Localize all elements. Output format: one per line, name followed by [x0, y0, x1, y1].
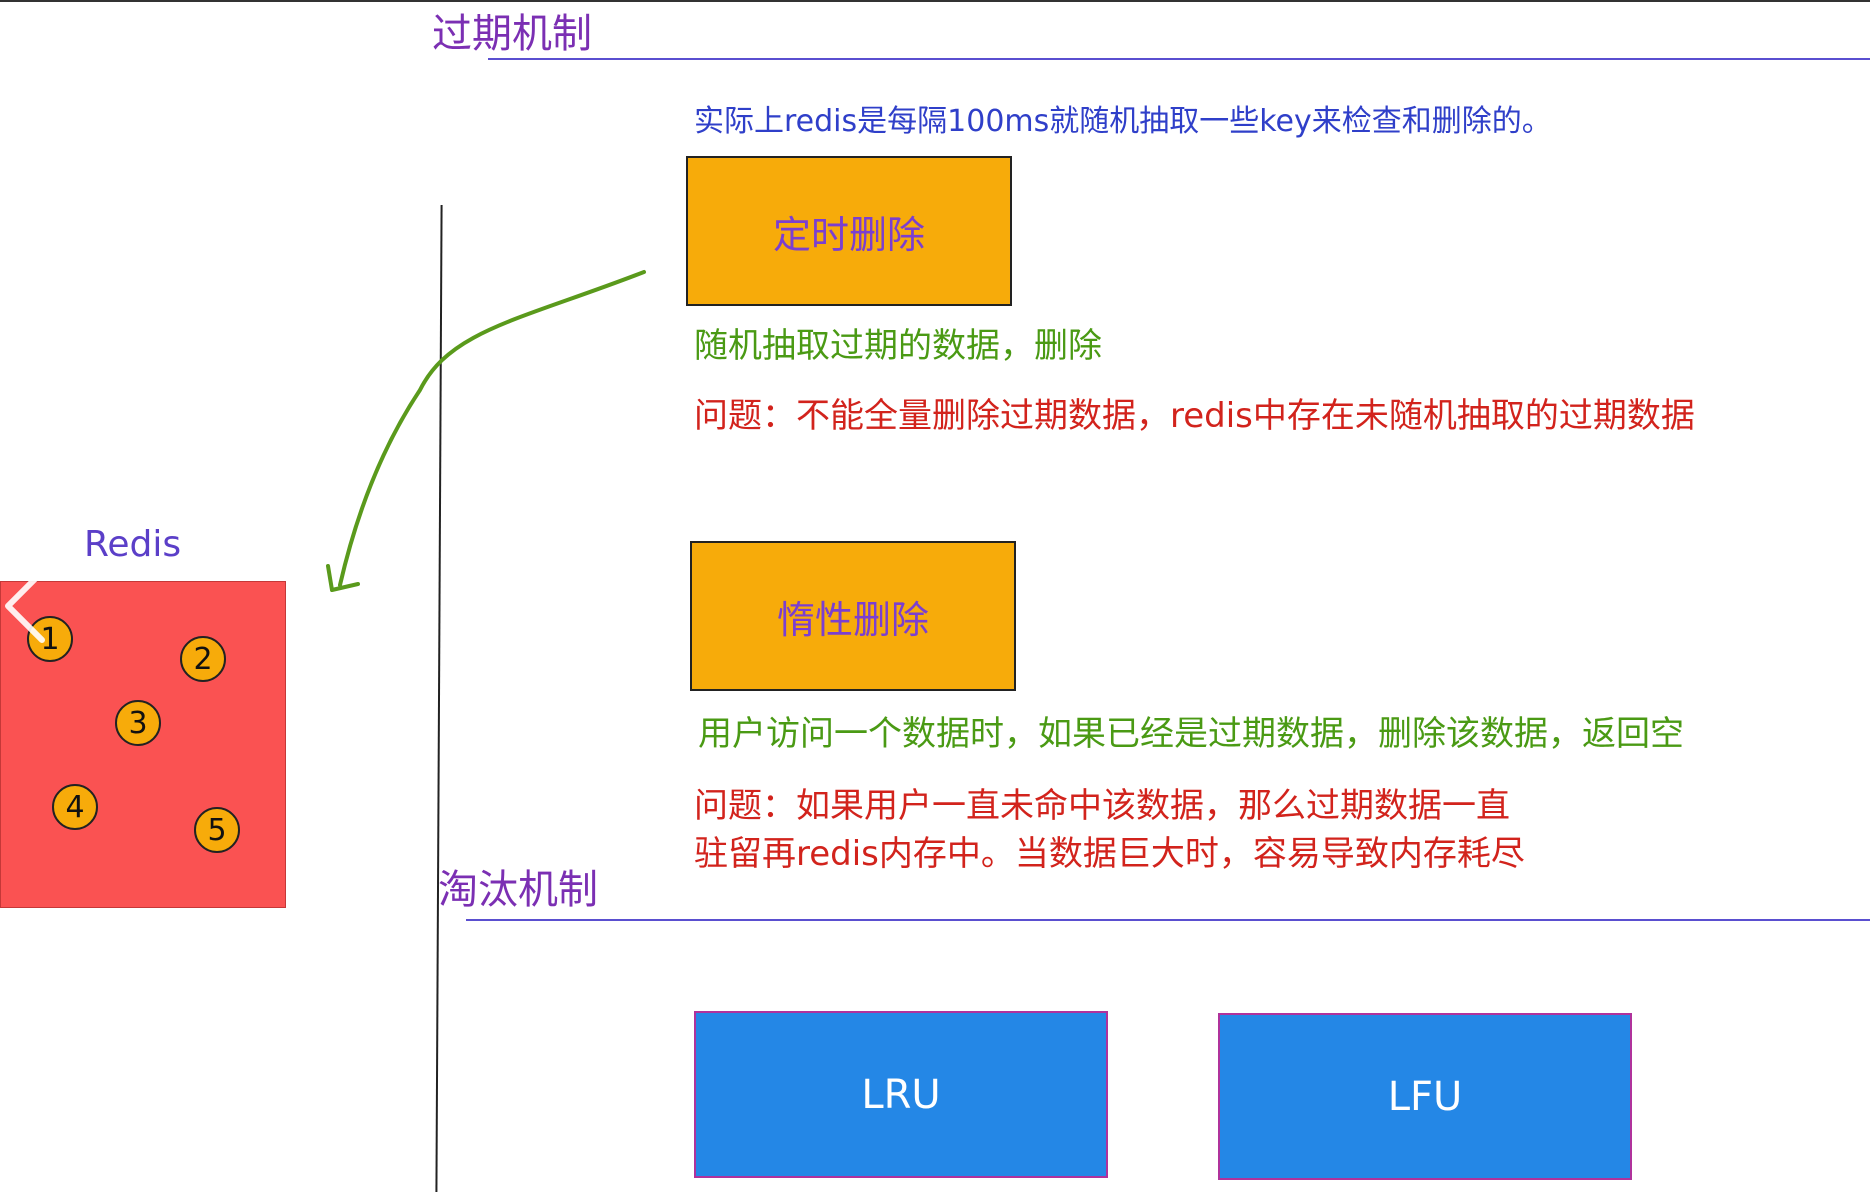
lru-box: LRU	[694, 1011, 1108, 1178]
expire-note: 实际上redis是每隔100ms就随机抽取一些key来检查和删除的。	[694, 104, 1552, 139]
section-divider-expire	[488, 58, 1870, 60]
section-title-expire: 过期机制	[432, 11, 592, 57]
lfu-label: LFU	[1387, 1073, 1463, 1120]
lazy-delete-problem-line2: 驻留再redis内存中。当数据巨大时，容易导致内存耗尽	[694, 834, 1525, 874]
lazy-delete-desc: 用户访问一个数据时，如果已经是过期数据，删除该数据，返回空	[698, 714, 1684, 754]
redis-label: Redis	[84, 524, 182, 565]
section-divider-evict	[466, 919, 1870, 921]
redis-key-3: 3	[115, 700, 161, 746]
timed-delete-problem: 问题：不能全量删除过期数据，redis中存在未随机抽取的过期数据	[694, 396, 1695, 436]
redis-key-4: 4	[52, 784, 98, 830]
section-title-evict: 淘汰机制	[438, 867, 598, 913]
lazy-delete-box: 惰性删除	[690, 541, 1016, 691]
timed-delete-box: 定时删除	[686, 156, 1012, 306]
top-border	[0, 0, 1870, 2]
chevron-left-icon[interactable]	[0, 566, 52, 646]
lazy-delete-label: 惰性删除	[776, 597, 929, 642]
redis-key-5: 5	[194, 807, 240, 853]
lru-label: LRU	[861, 1071, 941, 1118]
redis-key-2: 2	[180, 636, 226, 682]
timed-delete-label: 定时删除	[772, 212, 925, 257]
lazy-delete-problem-line1: 问题：如果用户一直未命中该数据，那么过期数据一直	[694, 786, 1510, 826]
timed-delete-desc: 随机抽取过期的数据，删除	[694, 326, 1102, 366]
lfu-box: LFU	[1218, 1013, 1632, 1180]
redis-key-1: 1	[27, 616, 73, 662]
